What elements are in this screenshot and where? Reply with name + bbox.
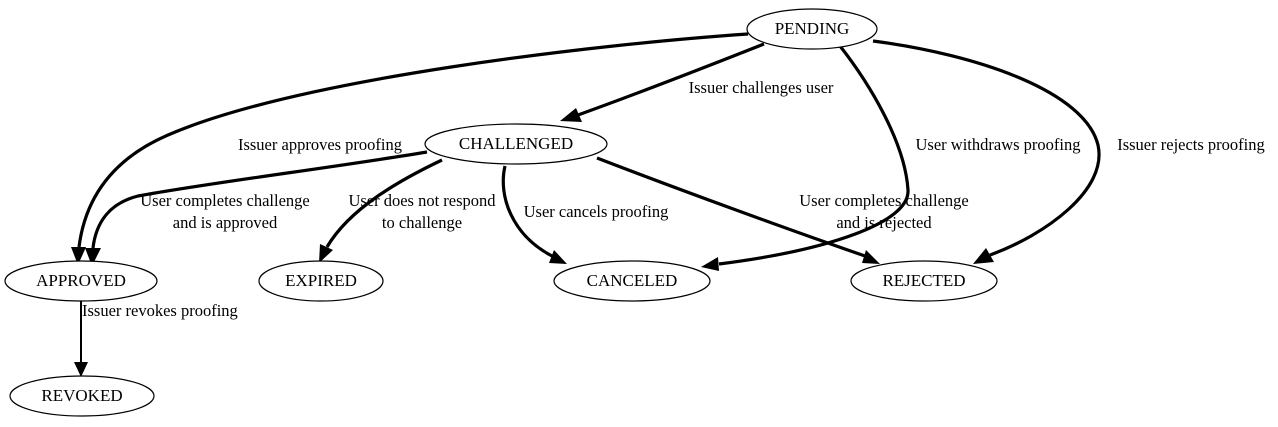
edge-label-issuer-approves-proofing: Issuer approves proofing <box>238 135 402 154</box>
edge-pending-to-rejected-arrowhead <box>973 248 994 264</box>
edge-label-issuer-revokes-proofing: Issuer revokes proofing <box>82 301 238 320</box>
edge-label-user-cancels-proofing: User cancels proofing <box>524 202 669 221</box>
node-approved-ellipse[interactable] <box>4 260 158 302</box>
edge-label-issuer-challenges-user: Issuer challenges user <box>689 78 834 97</box>
node-rejected-label: REJECTED <box>882 271 965 290</box>
edge-pending-to-approved-arrowhead <box>71 247 86 265</box>
node-revoked[interactable]: REVOKED <box>9 375 155 417</box>
node-revoked-label: REVOKED <box>41 386 122 405</box>
edge-pending-to-rejected-path <box>872 39 1101 257</box>
node-expired-label: EXPIRED <box>285 271 357 290</box>
edge-challenged-to-expired-arrowhead <box>319 244 333 263</box>
edge-label-user-withdraws-proofing: User withdraws proofing <box>916 135 1081 154</box>
edge-challenged-to-approved-issuer <box>85 150 428 266</box>
node-challenged-ellipse[interactable] <box>424 123 608 165</box>
edge-challenged-to-approved-issuer-arrowhead <box>85 248 101 266</box>
node-approved[interactable]: APPROVED <box>4 260 158 302</box>
edge-label-user-does-not-respond: User does not respond to challenge <box>348 191 496 232</box>
node-expired-ellipse[interactable] <box>258 260 384 302</box>
edge-pending-to-canceled <box>701 45 910 271</box>
edge-challenged-to-canceled-path <box>501 165 553 258</box>
node-expired[interactable]: EXPIRED <box>258 260 384 302</box>
edge-pending-to-canceled-arrowhead <box>701 257 719 271</box>
edge-challenged-to-canceled-arrowhead <box>549 250 567 264</box>
edge-challenged-to-rejected-path <box>596 156 866 258</box>
node-pending-ellipse[interactable] <box>746 8 878 50</box>
edge-label-user-completes-challenge-rejected: User completes challenge and is rejected <box>799 191 969 232</box>
edge-pending-to-canceled-path <box>718 45 910 266</box>
edge-label-user-completes-rejected-line1: User completes challenge <box>799 191 969 210</box>
edge-pending-to-rejected <box>872 39 1101 264</box>
edge-challenged-to-expired-path <box>325 158 443 248</box>
edge-pending-to-approved-path <box>77 32 749 248</box>
edge-label-user-completes-challenge-approved: User completes challenge and is approved <box>140 191 310 232</box>
edge-challenged-to-canceled <box>501 165 567 264</box>
edge-label-user-completes-rejected-line2: and is rejected <box>836 213 932 232</box>
edge-pending-to-approved <box>71 32 749 265</box>
edge-label-user-does-not-respond-line1: User does not respond <box>348 191 496 210</box>
node-canceled-label: CANCELED <box>587 271 678 290</box>
edge-challenged-to-rejected-arrowhead <box>862 250 880 264</box>
node-canceled-ellipse[interactable] <box>553 260 711 302</box>
edge-label-user-completes-approved-line2: and is approved <box>173 213 278 232</box>
node-challenged[interactable]: CHALLENGED <box>424 123 608 165</box>
edge-label-user-does-not-respond-line2: to challenge <box>382 213 462 232</box>
edge-label-issuer-rejects-proofing: Issuer rejects proofing <box>1117 135 1265 154</box>
edge-challenged-to-expired <box>319 158 443 263</box>
node-pending[interactable]: PENDING <box>746 8 878 50</box>
node-approved-label: APPROVED <box>36 271 126 290</box>
node-canceled[interactable]: CANCELED <box>553 260 711 302</box>
edge-challenged-to-approved-issuer-path <box>91 150 428 249</box>
edge-pending-to-challenged-arrowhead <box>560 108 582 122</box>
node-challenged-label: CHALLENGED <box>459 134 573 153</box>
edge-challenged-to-rejected <box>596 156 880 264</box>
edge-pending-to-challenged <box>560 42 765 122</box>
node-pending-label: PENDING <box>775 19 850 38</box>
node-rejected-ellipse[interactable] <box>850 260 998 302</box>
node-revoked-ellipse[interactable] <box>9 375 155 417</box>
edge-pending-to-challenged-path <box>577 42 765 117</box>
node-rejected[interactable]: REJECTED <box>850 260 998 302</box>
edge-label-user-completes-approved-line1: User completes challenge <box>140 191 310 210</box>
edge-approved-to-revoked <box>74 301 88 377</box>
edge-approved-to-revoked-arrowhead <box>74 362 88 377</box>
